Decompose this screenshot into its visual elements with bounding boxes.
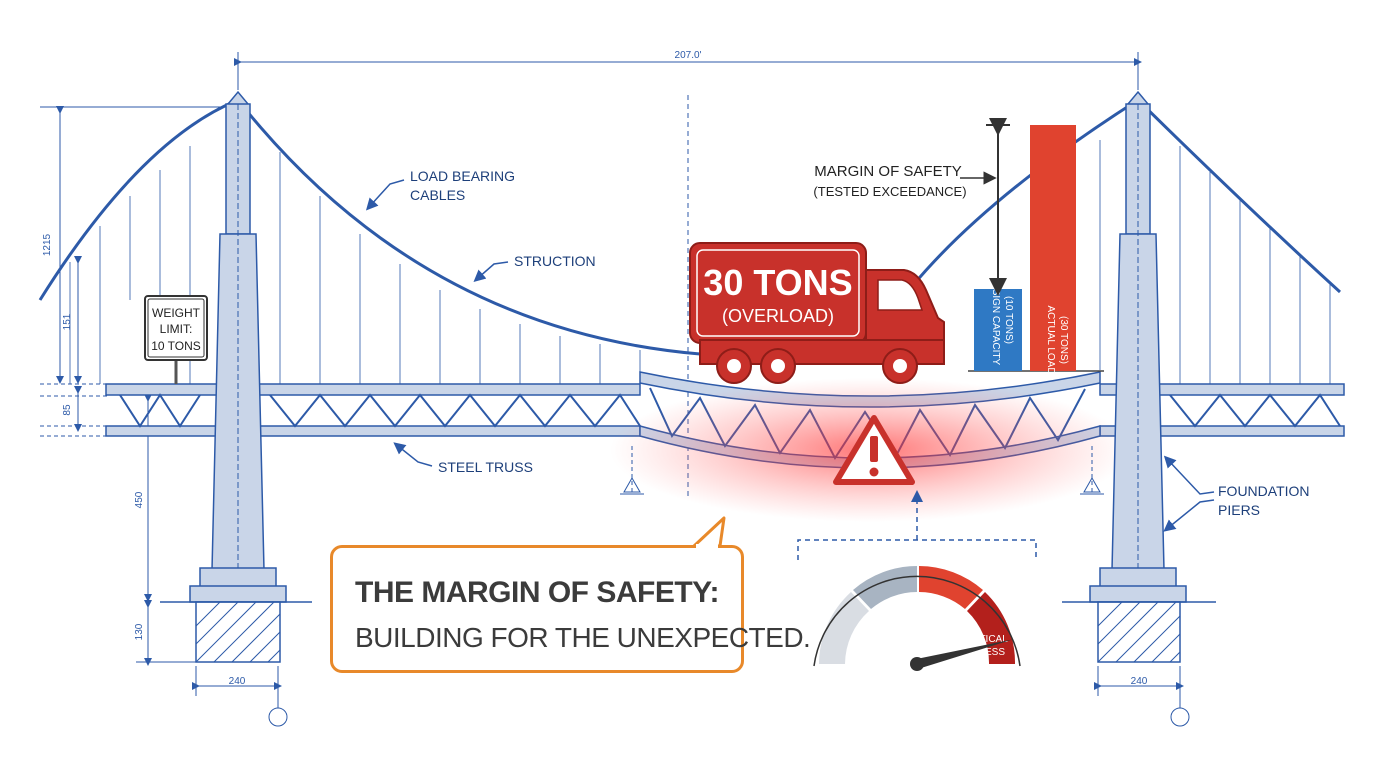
structure-label: STRUCTION [514,253,596,269]
pier-width-right-label: 240 [1131,676,1148,687]
span-label: 207.0' [675,50,702,61]
truss-label: STEEL TRUSS [438,459,533,475]
actual-bar-label-1: ACTUAL LOAD [1045,305,1056,374]
design-bar-label-2: (10 TONS) [1003,296,1014,344]
main-cables [38,98,1342,356]
pier-width-left-label: 240 [229,676,246,687]
gauge-hub [910,657,924,671]
cables-label-2: CABLES [410,187,465,203]
bearing-marker-right [1080,446,1104,495]
margin-subtitle: (TESTED EXCEEDANCE) [813,184,966,199]
weight-limit-sign: WEIGHT LIMIT: 10 TONS [144,295,208,384]
sign-line-3: 10 TONS [151,339,201,353]
stress-gauge: CRITICAL STRESS [813,566,1021,671]
cable-sag-label: 151 [62,313,73,330]
bearing-marker-left [620,446,644,495]
clearance-label: 450 [134,491,145,508]
footing-height-label: 130 [134,623,145,640]
gauge-label-1: CRITICAL [962,634,1008,645]
actual-bar-label-2: (30 TONS) [1058,316,1069,364]
overload-truck: 30 TONS (OVERLOAD) [689,242,945,384]
actual-load-bar [1030,125,1076,371]
truck-weight: 30 TONS [703,262,852,303]
design-bar-label-1: DESIGN CAPACITY [990,275,1001,366]
headline-title: THE MARGIN OF SAFETY: [355,576,719,609]
piers-label-2: PIERS [1218,502,1260,518]
tower-height-label: 1215 [42,233,53,256]
piers-label-1: FOUNDATION [1218,483,1310,499]
margin-chart: DESIGN CAPACITY (10 TONS) ACTUAL LOAD (3… [813,118,1104,375]
margin-title: MARGIN OF SAFETY [814,163,962,180]
deck-depth-label: 85 [62,404,73,416]
truck-note: (OVERLOAD) [722,306,834,326]
gauge-needle [915,639,1014,669]
tower-right [1089,90,1187,663]
gauge-label-2: STRESS [965,647,1005,658]
sign-line-1: WEIGHT [152,306,201,320]
suspender-cables [69,140,1331,384]
headline-callout: THE MARGIN OF SAFETY: BUILDING FOR THE U… [330,545,811,673]
span-dimension [234,52,1142,90]
warning-icon [833,415,915,485]
sign-line-2: LIMIT: [160,322,193,336]
gauge-bracket [797,490,1037,560]
cables-label-1: LOAD BEARING [410,168,515,184]
tower-left [189,90,287,663]
design-capacity-bar [974,289,1022,371]
leaders [365,179,1215,532]
headline-subtitle: BUILDING FOR THE UNEXPECTED. [355,622,811,653]
